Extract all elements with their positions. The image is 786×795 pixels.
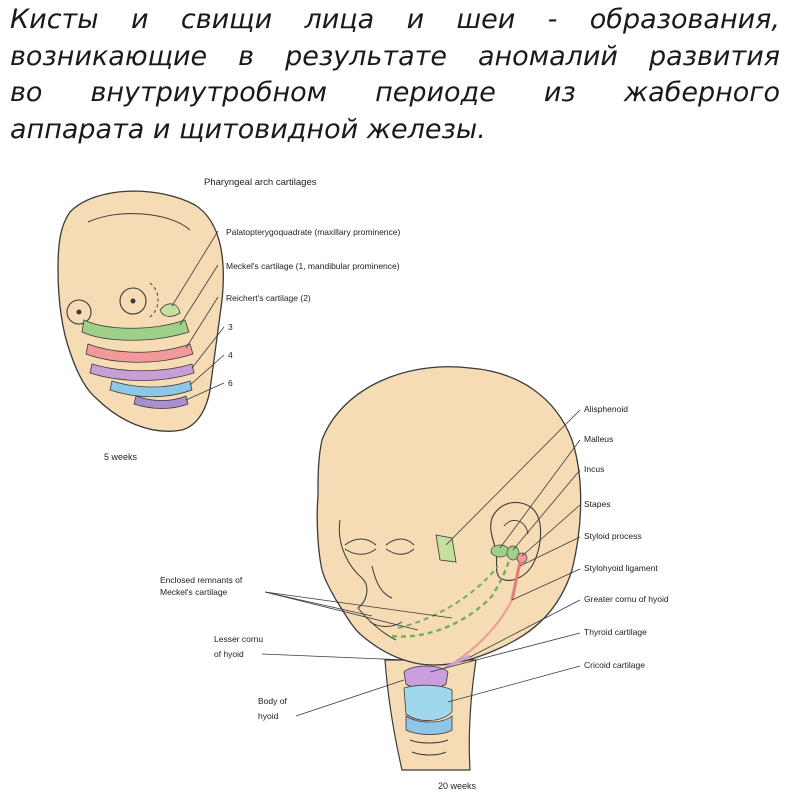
- embryo-forehead-contour: [87, 213, 191, 231]
- fetus-label: Cricoid cartilage: [584, 660, 645, 670]
- fetus-mouth: [369, 621, 403, 627]
- heading-line: аппарата и щитовидной железы.: [10, 113, 486, 145]
- arch-reicherts-cartilage: [85, 343, 194, 363]
- heading-line: Кисты и свищи лица и шеи - образования,: [10, 4, 780, 35]
- page-heading: Кисты и свищи лица и шеи - образования, …: [10, 2, 780, 148]
- leader-line: [519, 536, 581, 567]
- stapes: [516, 552, 528, 564]
- fetus-age: 20 weeks: [438, 781, 477, 791]
- fetus-eye: [344, 548, 377, 555]
- fetus-label: Enclosed remnants of: [160, 575, 243, 585]
- leader-line: [469, 599, 581, 658]
- styloid-process: [510, 561, 522, 601]
- fetus-eye: [385, 538, 415, 546]
- arch-label: 4: [228, 350, 233, 360]
- leader-line: [179, 264, 219, 326]
- meckels-cartilage-remnant: [397, 565, 499, 629]
- fetus-label: Alisphenoid: [584, 404, 628, 414]
- leader-line: [185, 382, 225, 401]
- fetus-label: of hyoid: [214, 649, 244, 659]
- arch-6: [133, 395, 189, 409]
- fetus-20-weeks: Alisphenoid Malleus Incus Stapes Styloid…: [160, 366, 669, 791]
- arch-meckels-cartilage: [81, 319, 190, 341]
- leader-line: [447, 665, 581, 703]
- fetus-label: Stylohyoid ligament: [584, 563, 658, 573]
- leader-line: [185, 296, 219, 349]
- leader-line: [429, 632, 581, 673]
- leader-line: [521, 504, 581, 557]
- leader-line: [445, 409, 581, 546]
- alisphenoid: [435, 534, 457, 563]
- leader-line: [264, 591, 419, 631]
- embryo-eye: [76, 309, 82, 315]
- incus: [506, 545, 520, 561]
- arch-label: 3: [228, 322, 233, 332]
- embryo-age: 5 weeks: [104, 452, 138, 462]
- heading-line: во внутриутробном периоде из жаберного: [10, 77, 780, 108]
- stylohyoid-ligament: [451, 599, 513, 665]
- leader-line: [191, 326, 225, 369]
- fetus-eye: [385, 548, 415, 555]
- arch-label: Reichert's cartilage (2): [226, 293, 311, 303]
- fetus-nose: [371, 565, 393, 599]
- leader-line: [264, 591, 373, 617]
- fetus-label: Meckel's cartilage: [160, 587, 228, 597]
- arch-3: [89, 363, 195, 381]
- embryo-eye: [66, 299, 92, 325]
- malleus: [490, 544, 510, 558]
- fetus-label: Stapes: [584, 499, 610, 509]
- arch-4: [109, 380, 193, 398]
- arch-palatopterygoquadrate: [159, 303, 181, 317]
- arch-label: Meckel's cartilage (1, mandibular promin…: [226, 261, 400, 271]
- meckels-cartilage-remnant: [391, 555, 512, 638]
- hyoid-greater-cornu: [443, 654, 471, 670]
- leader-line: [171, 230, 219, 307]
- leader-line: [295, 679, 405, 717]
- fetus-label: Greater cornu of hyoid: [584, 594, 669, 604]
- pharyngeal-arch-diagram: Pharyngeal arch cartilages Palatopterygo…: [57, 177, 669, 791]
- fetus-ear-inner: [503, 520, 529, 535]
- leader-line: [511, 568, 581, 601]
- thyroid-cartilage: [403, 684, 453, 721]
- leader-line: [264, 591, 453, 619]
- heading-line: возникающие в результате аномалий развит…: [10, 40, 780, 72]
- fetus-eye: [344, 538, 377, 546]
- fetus-label: Body of: [258, 696, 287, 706]
- cricoid-cartilage: [405, 715, 453, 735]
- leader-line: [261, 653, 407, 661]
- fetus-label: Incus: [584, 464, 604, 474]
- fetus-label: hyoid: [258, 711, 279, 721]
- arch-label: Palatopterygoquadrate (maxillary promine…: [226, 227, 401, 237]
- embryo-otic-placode: [119, 287, 147, 315]
- fetus-label: Lesser cornu: [214, 634, 263, 644]
- leader-line: [499, 439, 581, 549]
- embryo-title: Pharyngeal arch cartilages: [204, 177, 317, 188]
- embryo-5-weeks: Pharyngeal arch cartilages Palatopterygo…: [57, 177, 401, 462]
- trachea-ring: [409, 739, 449, 744]
- fetus-label: Thyroid cartilage: [584, 627, 647, 637]
- embryo-dashed-contour: [147, 282, 159, 319]
- trachea-ring: [411, 751, 447, 756]
- arch-label: 6: [228, 378, 233, 388]
- leader-line: [512, 469, 581, 551]
- leader-line: [189, 354, 225, 386]
- embryo-otic-placode: [130, 298, 136, 304]
- fetus-label: Styloid process: [584, 531, 642, 541]
- fetus-label: Malleus: [584, 434, 613, 444]
